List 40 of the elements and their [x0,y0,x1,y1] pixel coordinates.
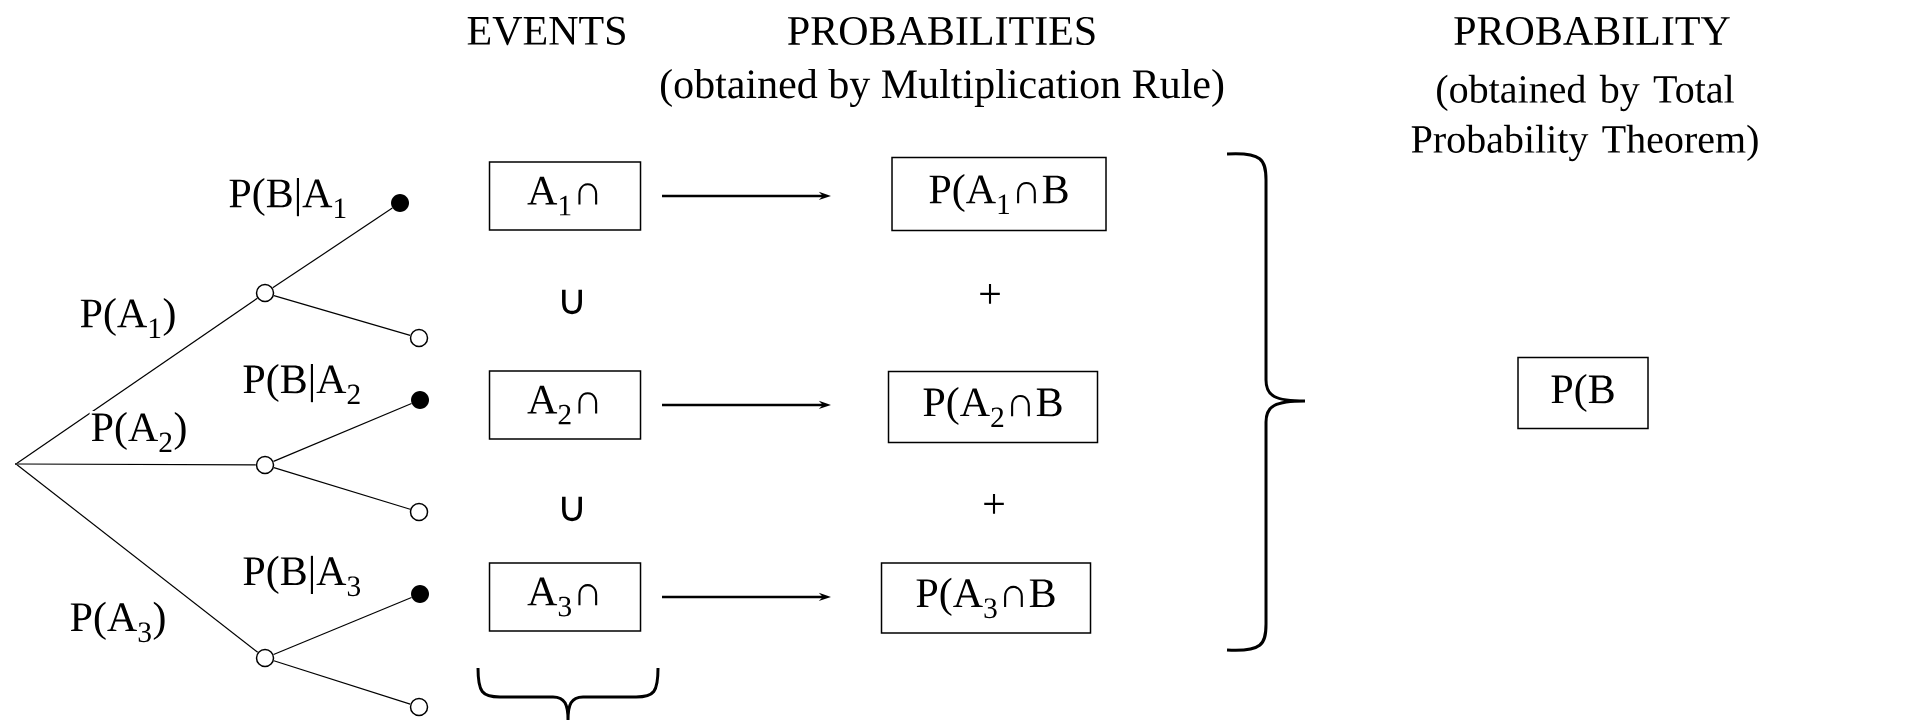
column-heading: EVENTS [467,16,625,46]
tree-branch [272,596,413,656]
edge-label: P(B|A$_{1}$ [227,177,349,219]
column-subtitle: (obtained by Total Probability Theorem) [1411,74,1758,162]
tree-branch [16,464,259,653]
tree-branch [16,463,257,466]
tree-branch [16,297,258,464]
probability-box: P(A$_{3}$∩B [880,562,1092,634]
edge-label: P(A$_{2}$) [89,410,189,453]
edge-label: P(A$_{3}$) [68,600,168,644]
outcome-circle [255,283,275,303]
operator-sign: ∪ [562,289,582,315]
outcome-circle [255,648,275,668]
event-box: A$_{2}$∩ [488,370,642,440]
tree-branch [272,207,393,289]
outcome-circle [409,697,429,717]
tree-branch [273,660,411,705]
operator-sign: + [984,494,1004,514]
probability-box: P(B [1517,356,1649,430]
edge-label: P(B|A$_{3}$ [241,554,363,598]
outcome-circle [409,328,429,348]
edge-label: P(B|A$_{2}$ [241,362,363,405]
probability-box: P(A$_{2}$∩B [887,370,1099,444]
probability-box: P(A$_{1}$∩B [891,156,1107,232]
column-heading: PROBABILITIES [788,16,1095,46]
column-heading: PROBABILITY [1454,16,1730,46]
outcome-dot [411,391,429,409]
event-box: A$_{3}$∩ [488,562,642,632]
operator-sign: ∪ [562,496,582,522]
operator-sign: + [980,284,1000,304]
tree-branch [273,294,411,336]
tree-branch [272,402,413,462]
column-subtitle: (obtained by Multiplication Rule) [661,68,1224,108]
edge-label: P(A$_{1}$) [78,297,178,339]
outcome-circle [409,502,429,522]
outcome-dot [391,194,409,212]
outcome-circle [255,455,275,475]
event-box: A$_{1}$∩ [488,161,642,231]
tree-branch [273,467,411,510]
outcome-dot [411,585,429,603]
